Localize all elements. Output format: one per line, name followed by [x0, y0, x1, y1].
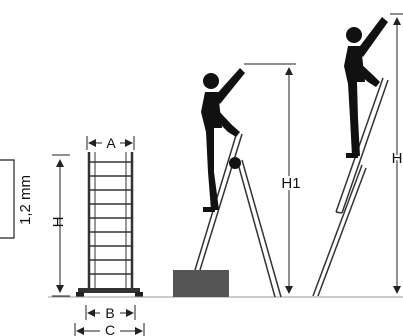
- width-a-dimension: [86, 136, 135, 150]
- platform-box: [173, 270, 229, 297]
- h1-dimension: [244, 63, 296, 294]
- person-on-extended-ladder: [344, 17, 388, 158]
- person-on-a-frame: [201, 68, 245, 212]
- width-c-dimension: [74, 323, 145, 336]
- h1-label: H1: [281, 175, 300, 192]
- height-dimension-line: [52, 154, 70, 297]
- width-b-dimension: [85, 305, 136, 320]
- height-label: H: [50, 217, 67, 228]
- thickness-label: 1,2 mm: [17, 175, 34, 225]
- width-a-label: A: [106, 135, 116, 151]
- extended-height-label: H: [392, 150, 403, 167]
- thickness-bracket: [0, 159, 15, 239]
- width-c-label: C: [105, 322, 115, 336]
- width-b-label: B: [105, 305, 114, 321]
- extended-ladder: [312, 77, 389, 297]
- folded-ladder: [76, 152, 143, 297]
- extended-height-dimension: [390, 13, 403, 294]
